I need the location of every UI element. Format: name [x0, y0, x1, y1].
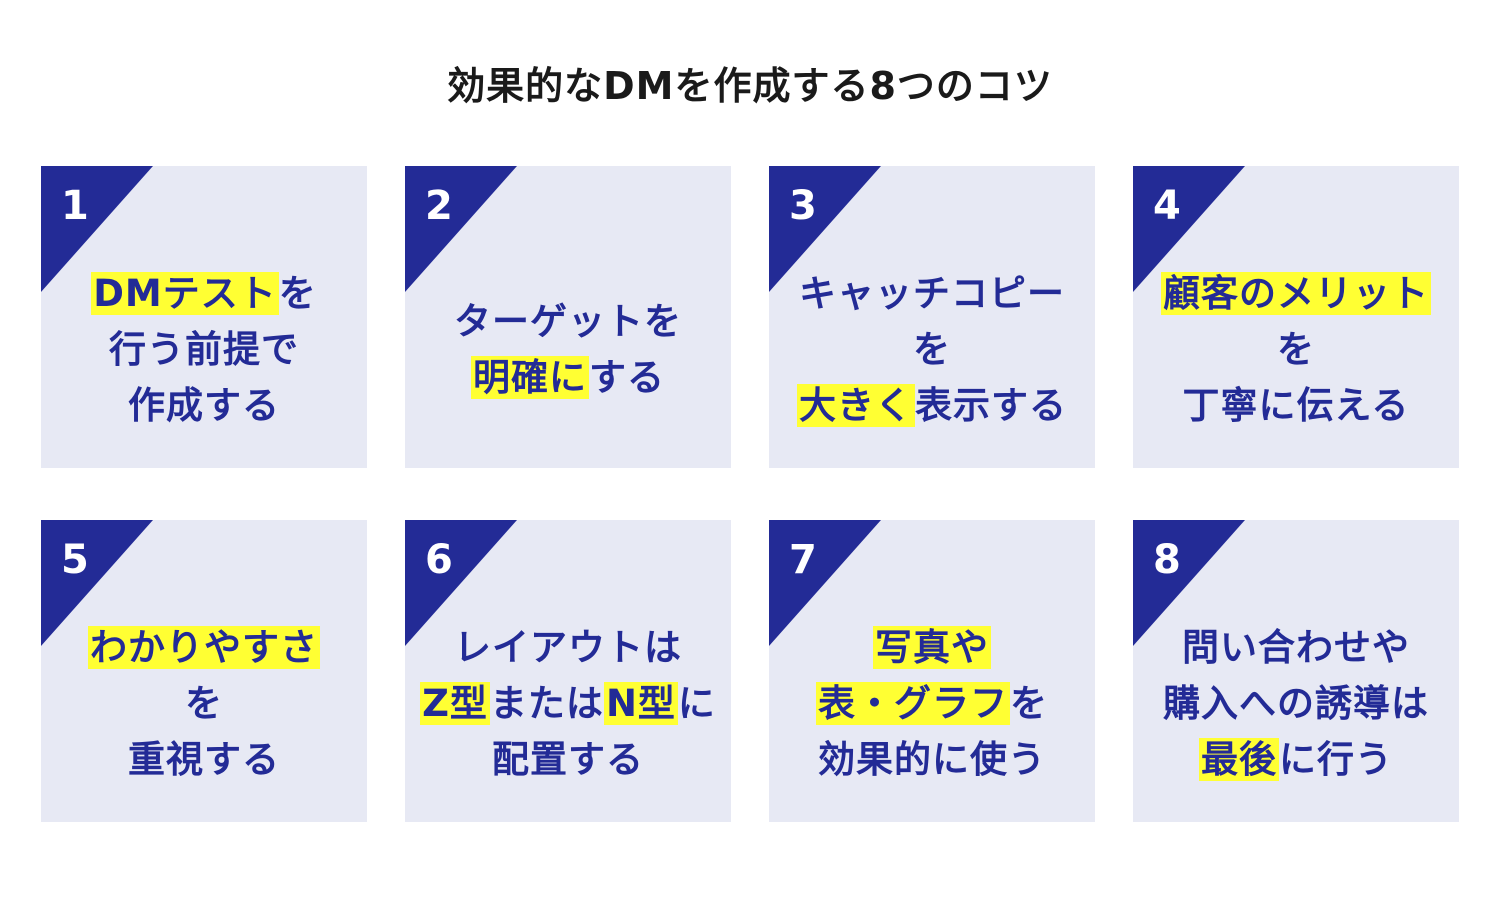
tip-text-segment: ターゲットを [454, 300, 682, 343]
tip-text-segment: または [489, 682, 604, 725]
tip-number: 6 [425, 537, 453, 583]
tip-number: 4 [1153, 183, 1181, 229]
tip-text-line: 写真や [769, 620, 1095, 676]
corner-triangle [1133, 520, 1245, 646]
tip-text-segment: 配置する [492, 738, 644, 781]
tip-number: 1 [61, 183, 89, 229]
tip-text: 問い合わせや購入への誘導は最後に行う [1133, 620, 1459, 788]
tip-text-line: 重視する [41, 732, 367, 788]
tip-text-line: 顧客のメリット [1133, 266, 1459, 322]
highlighted-text: 大きく [797, 384, 915, 427]
highlighted-text: 顧客のメリット [1161, 272, 1431, 315]
tip-text: ターゲットを明確にする [405, 294, 731, 406]
tip-text-line: 行う前提で [41, 322, 367, 378]
tip-text-line: を [1133, 322, 1459, 378]
tip-card-2: 2 ターゲットを明確にする [405, 166, 731, 468]
tip-number: 2 [425, 183, 453, 229]
highlighted-text: N型 [603, 682, 678, 725]
tip-text: DMテストを行う前提で作成する [41, 266, 367, 434]
tip-text-segment: に [677, 682, 716, 725]
tip-text-line: 明確にする [405, 350, 731, 406]
highlighted-text: わかりやすさ [88, 626, 320, 669]
tip-number: 7 [789, 537, 817, 583]
tip-text-line: Z型またはN型に [405, 676, 731, 732]
tip-card-4: 4 顧客のメリットを丁寧に伝える [1133, 166, 1459, 468]
page-title: 効果的なDMを作成する8つのコツ [447, 64, 1053, 108]
highlighted-text: DMテスト [91, 272, 279, 315]
corner-triangle [1133, 166, 1245, 292]
tip-text-line: ターゲットを [405, 294, 731, 350]
tip-text-line: 丁寧に伝える [1133, 378, 1459, 434]
highlighted-text: 表・グラフ [816, 682, 1010, 725]
corner-triangle [769, 520, 881, 646]
tip-text-line: 表・グラフを [769, 676, 1095, 732]
tip-text-line: キャッチコピー [769, 266, 1095, 322]
tip-text-segment: 作成する [128, 384, 280, 427]
tip-text: キャッチコピーを大きく表示する [769, 266, 1095, 434]
tip-text-line: 問い合わせや [1133, 620, 1459, 676]
corner-triangle [769, 166, 881, 292]
tip-text-segment: 表示する [915, 384, 1067, 427]
tip-text-line: レイアウトは [405, 620, 731, 676]
tip-card-5: 5 わかりやすさを重視する [41, 520, 367, 822]
tip-number: 5 [61, 537, 89, 583]
tip-text-segment: 問い合わせや [1182, 626, 1410, 669]
tip-text: 写真や表・グラフを効果的に使う [769, 620, 1095, 788]
tip-text-line: 作成する [41, 378, 367, 434]
tip-text-line: 購入への誘導は [1133, 676, 1459, 732]
corner-triangle [405, 166, 517, 292]
tip-text-segment: レイアウトは [454, 626, 682, 669]
tip-card-3: 3 キャッチコピーを大きく表示する [769, 166, 1095, 468]
tip-text-line: 大きく表示する [769, 378, 1095, 434]
corner-triangle [405, 520, 517, 646]
tip-text-segment: する [589, 356, 665, 399]
tip-number: 3 [789, 183, 817, 229]
tip-text: わかりやすさを重視する [41, 620, 367, 788]
tip-text-segment: を [913, 328, 951, 371]
tip-text-line: DMテストを [41, 266, 367, 322]
tip-text-segment: 丁寧に伝える [1182, 384, 1410, 427]
tip-text-line: 最後に行う [1133, 732, 1459, 788]
tip-text-segment: キャッチコピー [799, 272, 1065, 315]
highlighted-text: Z型 [420, 682, 490, 725]
tip-text-line: を [769, 322, 1095, 378]
highlighted-text: 最後 [1199, 738, 1279, 781]
highlighted-text: 明確に [471, 356, 589, 399]
tip-text-segment: を [278, 272, 317, 315]
tip-text-line: 配置する [405, 732, 731, 788]
tip-text-segment: 効果的に使う [818, 738, 1046, 781]
tip-text-segment: 購入への誘導は [1163, 682, 1429, 725]
tip-text-line: 効果的に使う [769, 732, 1095, 788]
tip-text-segment: 行う前提で [109, 328, 299, 371]
corner-triangle [41, 520, 153, 646]
highlighted-text: 写真や [873, 626, 991, 669]
tip-text: 顧客のメリットを丁寧に伝える [1133, 266, 1459, 434]
tip-number: 8 [1153, 537, 1181, 583]
tip-text-segment: を [185, 682, 223, 725]
corner-triangle [41, 166, 153, 292]
tip-text-segment: を [1010, 682, 1048, 725]
tip-text-line: わかりやすさ [41, 620, 367, 676]
tip-text-segment: に行う [1279, 738, 1393, 781]
tip-text-segment: を [1277, 328, 1315, 371]
tip-text-segment: 重視する [128, 738, 280, 781]
tip-text-line: を [41, 676, 367, 732]
tip-card-7: 7 写真や表・グラフを効果的に使う [769, 520, 1095, 822]
